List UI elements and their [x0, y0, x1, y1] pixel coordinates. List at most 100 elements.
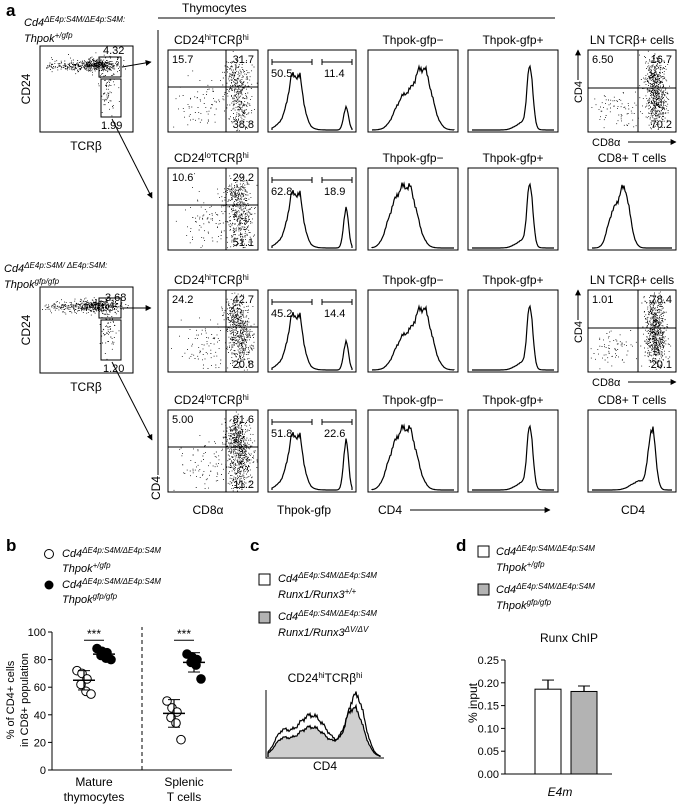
- gate-2-top-value: 3.68: [105, 292, 126, 304]
- panel-b-letter: b: [6, 536, 16, 555]
- gfp-pos-title: Thpok-gfp+: [482, 151, 543, 165]
- quadrant-top-right-value: 42.7: [233, 294, 254, 306]
- legend-open-circle: [44, 549, 54, 559]
- gfp-gfp-bar: [570, 690, 598, 775]
- legend-filled-circle: [44, 580, 54, 590]
- panel-d-title: Runx ChIP: [540, 631, 598, 645]
- arrow-gate1-to-row1: [121, 59, 152, 68]
- gate-vertical-tail: [99, 298, 120, 360]
- quadrant-bottom-right-value: 38.8: [233, 119, 254, 131]
- gfp-neg-gate-bar: [271, 419, 313, 425]
- plus-gfp-bar: [534, 688, 562, 775]
- gfp-pos-title: Thpok-gfp+: [482, 393, 543, 407]
- arrow-gate2-to-row4: [111, 361, 153, 441]
- right-column-title: CD8+ T cells: [598, 393, 667, 407]
- thpok-histogram-curve: [271, 71, 353, 131]
- ln-cd4-population: [639, 50, 670, 101]
- gfp-neg-title: Thpok-gfp−: [382, 33, 443, 47]
- thpok-histogram-curve: [271, 431, 353, 491]
- panel-d-legend-2: Cd4ΔE4p:S4M/ΔE4p:S4M: [496, 582, 595, 596]
- gfp-pos-cd4-frame: [467, 409, 559, 493]
- facs-row-label-part: TCRβ: [211, 151, 243, 165]
- quadrant-bottom-right-value: 20.8: [233, 359, 254, 371]
- ln-scatter-events: [590, 291, 673, 370]
- panel-b-ytick-label: 40: [34, 710, 46, 722]
- panel-b-ytick-label: 80: [34, 655, 46, 667]
- facs-row-label-part: hi: [243, 151, 249, 160]
- thpok-histogram-frame: [267, 49, 357, 133]
- panel-a: a Thymocytes Cd4ΔE4p:S4M/ΔE4p:S4M: Thpok…: [4, 1, 677, 517]
- gate-1-xlabel: TCRβ: [70, 139, 102, 153]
- gfp-pos-value: 18.9: [324, 186, 345, 198]
- panel-d-ylabel: % input: [466, 682, 480, 723]
- gfp-pos-gate-bar: [321, 177, 353, 183]
- right-column-frame: [587, 409, 677, 493]
- gate-2-xlabel: TCRβ: [70, 380, 102, 394]
- gfp-pos-title: Thpok-gfp+: [482, 273, 543, 287]
- gfp-neg-gate-bar: [271, 299, 313, 305]
- gfp-pos-cd4-curve: [472, 424, 554, 491]
- gfp-pos-cd4-curve: [472, 64, 554, 131]
- double-positive-population: [220, 292, 255, 338]
- gfp-neg-gate-bar: [271, 177, 313, 183]
- cd4-cd8-scatter-frame: [167, 49, 259, 133]
- ln-top-right-value: 16.7: [651, 54, 672, 66]
- gate-plot-2-events: [42, 297, 129, 360]
- right-column-frame: [587, 289, 677, 373]
- gate-1-cd24lo-box: [100, 78, 122, 118]
- panel-d-legend-swatch-1: [477, 545, 490, 558]
- significance-label: ***: [177, 627, 191, 641]
- gate-main-population: [51, 52, 126, 76]
- facs-row-label-part: hi: [243, 393, 249, 402]
- panel-b-legend-2-line2: Thpokgfp/gfp: [62, 592, 118, 606]
- ln-top-right-value: 78.4: [651, 294, 672, 306]
- ln-ylabel-cd4: CD4: [573, 81, 585, 103]
- gfp-pos-cd4-frame: [467, 289, 559, 373]
- facs-row-label-part: lo: [205, 151, 212, 160]
- gfp-pos-gate-bar: [321, 299, 353, 305]
- gfp-pos-cd4-curve: [472, 182, 554, 249]
- ln-xlabel-cd8a: CD8α: [592, 377, 621, 389]
- panel-d-ytick-label: 0.15: [478, 701, 499, 713]
- panel-b-ytick-label: 20: [34, 737, 46, 749]
- gfp-neg-cd4-frame: [367, 167, 459, 251]
- scatter-background: [171, 315, 235, 369]
- thpok-histogram-curve: [271, 189, 353, 249]
- quadrant-top-right-value: 31.7: [233, 54, 254, 66]
- quadrant-bottom-right-value: 51.1: [233, 237, 254, 249]
- gate-2-cd24hi-box: [98, 297, 122, 319]
- cd4-cd8-scatter-frame: [167, 167, 259, 251]
- right-column-frame: [587, 167, 677, 251]
- significance-label: ***: [87, 627, 101, 641]
- panel-b-legend-2: Cd4ΔE4p:S4M/ΔE4p:S4M: [62, 577, 161, 591]
- gfp-neg-title: Thpok-gfp−: [382, 393, 443, 407]
- gfp-neg-value: 45.2: [271, 308, 292, 320]
- panel-a-letter: a: [6, 1, 16, 20]
- gfp-neg-cd4-curve: [371, 64, 455, 131]
- facs-row-label-part: CD24: [174, 33, 205, 47]
- filled-data-point: [106, 654, 116, 665]
- quadrant-top-left-value: 15.7: [172, 54, 193, 66]
- panel-d-ytick-label: 0.25: [478, 655, 499, 667]
- gfp-neg-value: 50.5: [271, 68, 292, 80]
- genotype-2-label: Cd4ΔE4p:S4M/ ΔE4p:S4M:: [4, 261, 107, 275]
- panel-d-legend-1-line2: Thpok+/gfp: [496, 560, 545, 574]
- panel-b-ytick-label: 0: [40, 765, 46, 777]
- gate-vertical-tail: [98, 54, 120, 129]
- panel-b-chart: 020406080100***Maturethymocytes***Spleni…: [28, 627, 232, 804]
- scatter-background: [175, 173, 248, 249]
- cd8-t-cell-cd4-curve: [592, 184, 672, 249]
- right-column-frame: [587, 49, 677, 133]
- gate-1-ylabel: CD24: [19, 73, 33, 104]
- thpok-histogram-curve: [271, 311, 353, 371]
- right-xlabel-cd4: CD4: [621, 503, 645, 517]
- panel-c-axes: [265, 690, 384, 759]
- panel-c-histogram: [265, 690, 384, 759]
- panel-b-ylabel-2: in CD8+ population: [19, 653, 31, 747]
- gfp-pos-cd4-curve: [472, 304, 554, 371]
- facs-row-label-part: hi: [205, 273, 211, 282]
- facs-row-label: CD24hiTCRβhi: [174, 33, 249, 47]
